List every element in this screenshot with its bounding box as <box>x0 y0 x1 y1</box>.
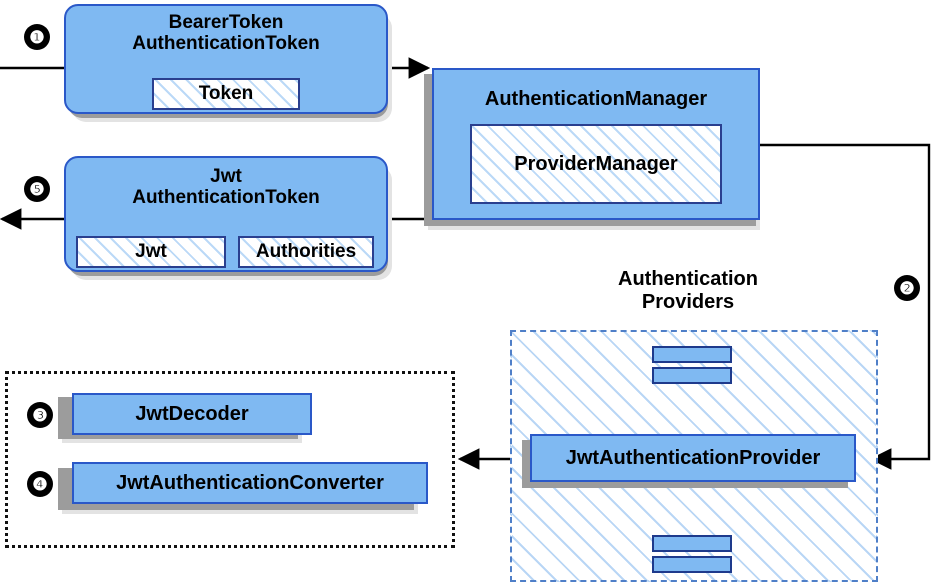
node-jwt-authentication-converter[interactable]: JwtAuthenticationConverter <box>72 462 428 504</box>
provider-bar-top-2[interactable] <box>652 367 732 384</box>
jwt-token-inner-authorities[interactable]: Authorities <box>238 236 374 268</box>
authentication-manager-inner-provider-manager[interactable]: ProviderManager <box>470 124 722 204</box>
provider-manager-label: ProviderManager <box>514 152 678 175</box>
step-5-label: ❺ <box>29 179 45 199</box>
bearer-token-title: BearerToken AuthenticationToken <box>132 12 320 55</box>
node-jwt-authentication-provider[interactable]: JwtAuthenticationProvider <box>530 434 856 482</box>
jwt-converter-title: JwtAuthenticationConverter <box>116 471 384 494</box>
support-components-container <box>5 371 455 548</box>
bearer-token-inner-token-label: Token <box>198 83 254 104</box>
step-4-badge: ❹ <box>27 471 53 497</box>
step-2-badge: ❷ <box>894 275 920 301</box>
provider-bar-bottom-2[interactable] <box>652 556 732 573</box>
jwt-token-title: Jwt AuthenticationToken <box>132 166 320 209</box>
step-2-label: ❷ <box>899 278 915 298</box>
node-jwt-decoder[interactable]: JwtDecoder <box>72 393 312 435</box>
provider-bar-bottom-1[interactable] <box>652 535 732 552</box>
jwt-decoder-title: JwtDecoder <box>135 402 249 425</box>
step-3-badge: ❸ <box>27 402 53 428</box>
step-3-label: ❸ <box>32 405 48 425</box>
node-bearer-token-authentication-token[interactable]: BearerToken AuthenticationToken <box>64 4 388 114</box>
jwt-provider-title: JwtAuthenticationProvider <box>565 446 821 469</box>
step-5-badge: ❺ <box>24 176 50 202</box>
jwt-token-inner-jwt-label: Jwt <box>135 241 167 262</box>
bearer-token-inner-token[interactable]: Token <box>152 78 300 110</box>
jwt-token-inner-authorities-label: Authorities <box>255 241 357 262</box>
node-jwt-authentication-token[interactable]: Jwt AuthenticationToken <box>64 156 388 272</box>
step-1-badge: ❶ <box>24 24 50 50</box>
authentication-providers-caption: Authentication Providers <box>618 268 758 313</box>
provider-bar-top-1[interactable] <box>652 346 732 363</box>
step-4-label: ❹ <box>32 474 48 494</box>
jwt-token-inner-jwt[interactable]: Jwt <box>76 236 226 268</box>
authentication-manager-title: AuthenticationManager <box>484 88 708 110</box>
step-1-label: ❶ <box>29 27 45 47</box>
